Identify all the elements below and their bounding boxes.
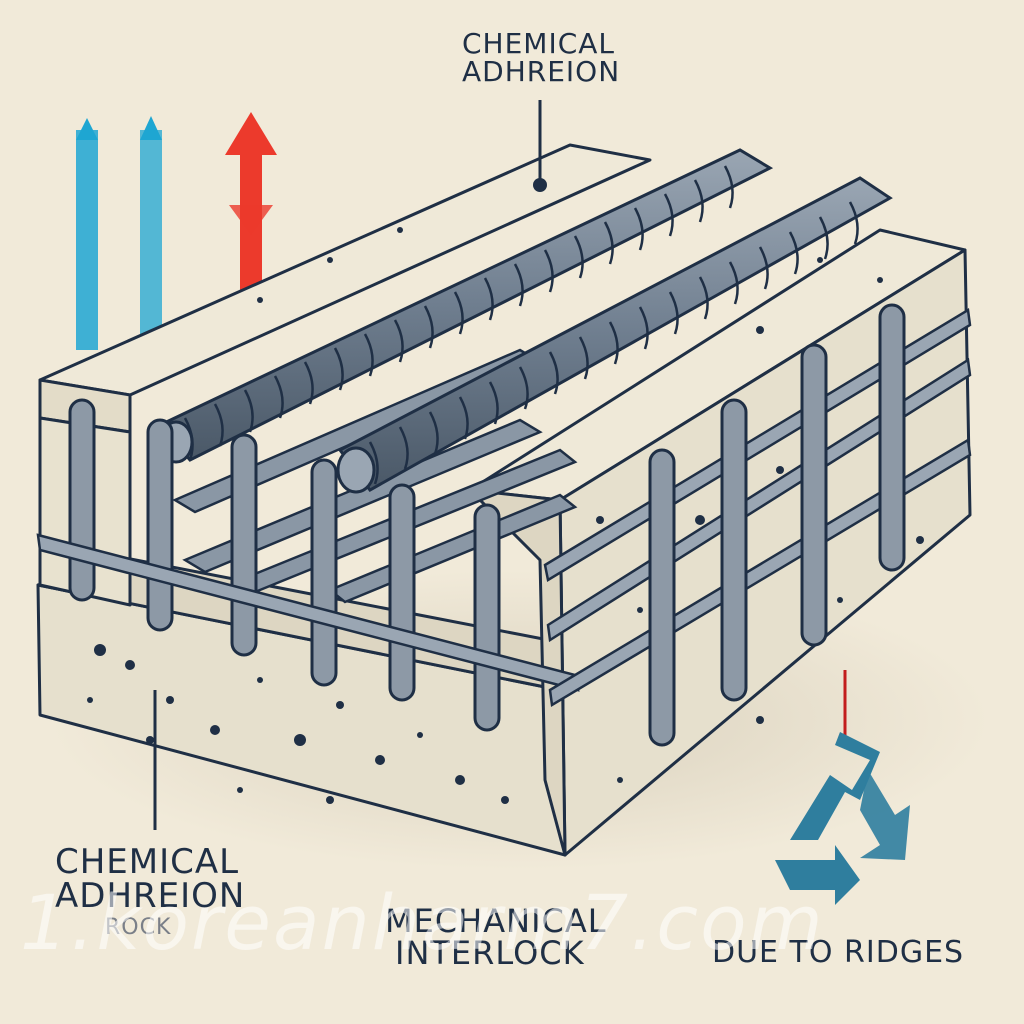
- bottom-left-label: CHEMICAL ADHREION ROCK: [55, 845, 245, 939]
- bottom-right-label: DUE TO RIDGES: [712, 938, 964, 968]
- watermark: 1.koreanharm7.com: [20, 878, 825, 967]
- right-label-line1: DUE TO RIDGES: [712, 935, 965, 970]
- ribbed-rebar-upper: [157, 148, 774, 464]
- top-label-line1: CHEMICAL: [462, 27, 616, 60]
- down-arrow-icon: [140, 116, 162, 360]
- stirrups-right: [648, 303, 906, 747]
- ribbed-rebar-middle: [336, 176, 893, 494]
- recycle-icon: [775, 732, 910, 905]
- center-label-line1: MECHANICAL: [385, 902, 607, 940]
- top-label-line2: ADHREION: [462, 55, 621, 88]
- leader-lines: [153, 100, 847, 830]
- left-label-line2: ADHREION: [55, 876, 246, 916]
- center-label-line2: INTERLOCK: [395, 934, 585, 972]
- up-arrow-icon: [76, 118, 98, 350]
- bottom-center-label: MECHANICAL INTERLOCK: [385, 905, 607, 969]
- top-label: CHEMICAL ADHREION: [462, 30, 620, 86]
- red-double-arrow-icon: [225, 112, 277, 300]
- left-label-line3: ROCK: [105, 915, 172, 940]
- left-label-line1: CHEMICAL: [55, 842, 240, 882]
- concrete-pores: [87, 178, 924, 804]
